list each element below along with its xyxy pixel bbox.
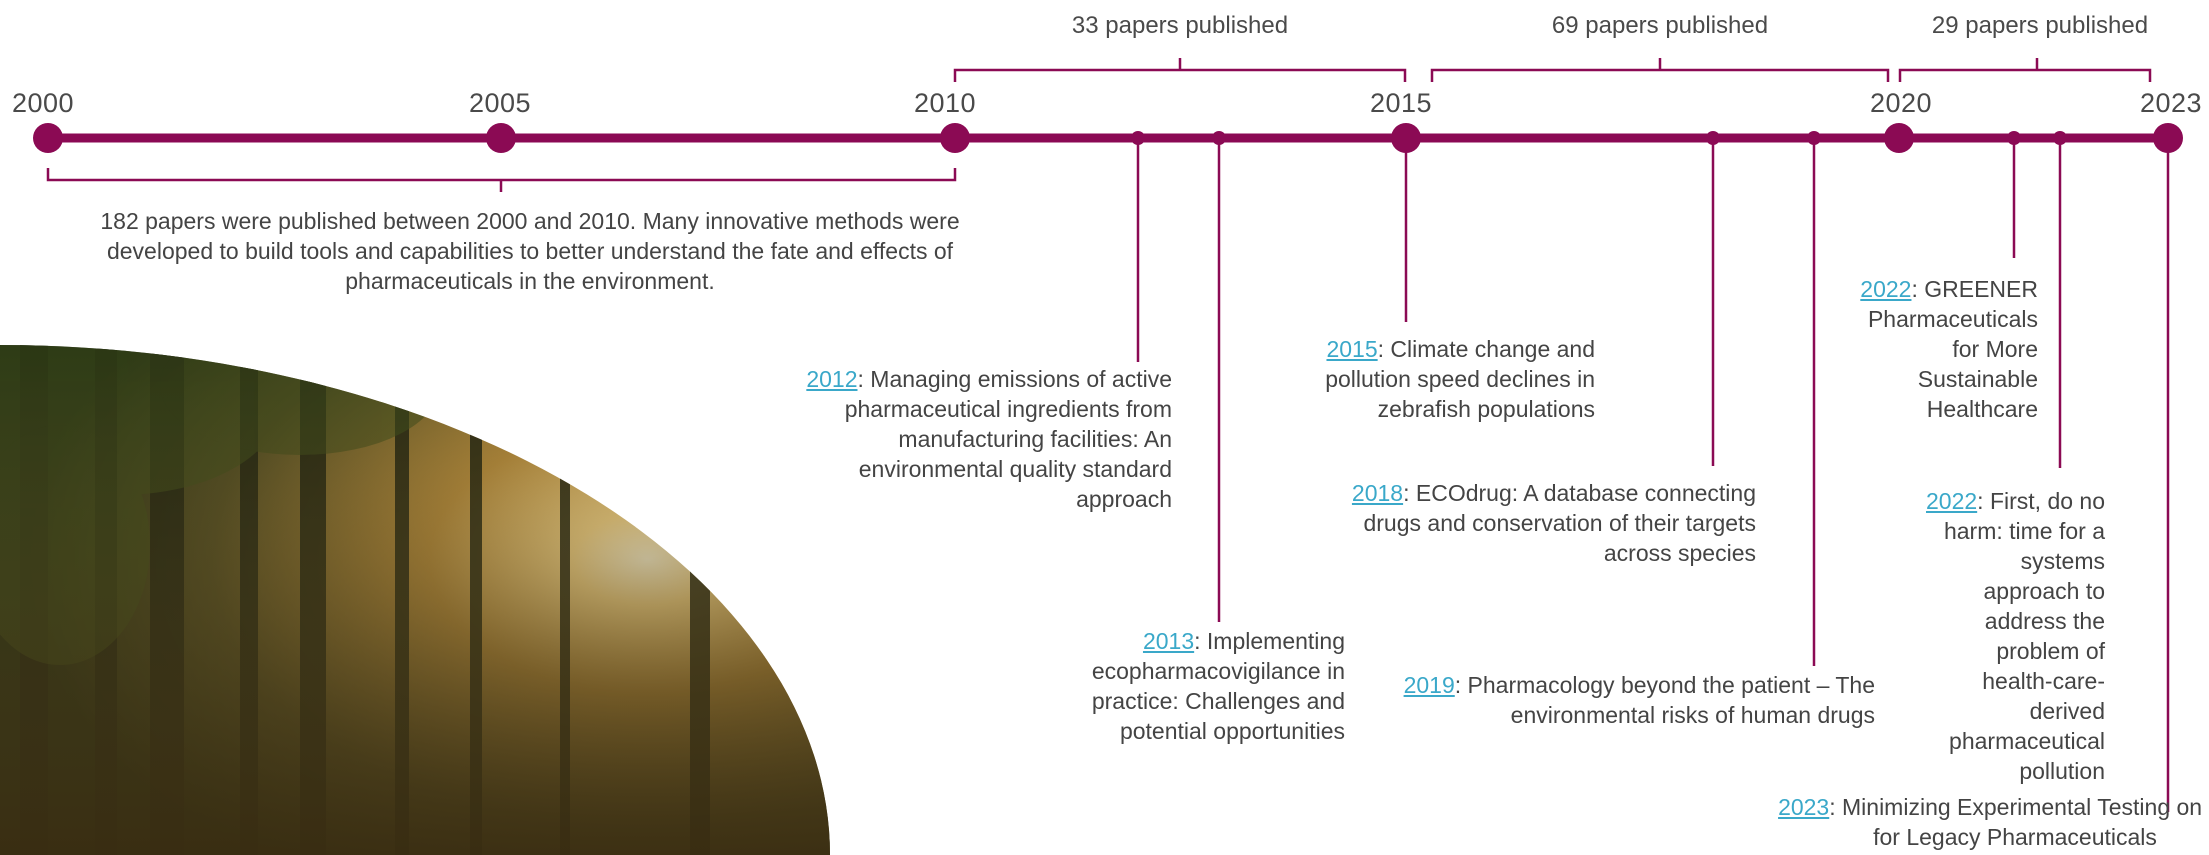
event-2023-year-link[interactable]: 2023 <box>1778 794 1830 820</box>
event-2019: 2019: Pharmacology beyond the patient – … <box>1380 670 1875 730</box>
event-2022-harm-year-link[interactable]: 2022 <box>1926 488 1978 514</box>
event-2012: 2012: Managing emissions of active pharm… <box>790 364 1172 514</box>
bracket-2020-2023 <box>1898 58 2152 82</box>
dot-2023 <box>2153 123 2183 153</box>
count-2020-2023: 29 papers published <box>1931 12 2149 39</box>
count-2015-2020: 69 papers published <box>1551 12 1769 39</box>
event-2013: 2013: Implementing ecopharmacovigilance … <box>1030 626 1345 746</box>
event-2012-year-link[interactable]: 2012 <box>806 366 858 392</box>
event-2019-text: : Pharmacology beyond the patient – The … <box>1454 672 1875 728</box>
year-label-2015: 2015 <box>1370 88 1433 118</box>
count-2010-2015: 33 papers published <box>1071 12 1289 39</box>
event-2015: 2015: Climate change and pollution speed… <box>1270 334 1595 424</box>
year-label-2005: 2005 <box>469 88 532 118</box>
year-label-2010: 2010 <box>914 88 977 118</box>
bracket-2000-2010 <box>46 168 957 192</box>
event-2022-greener-text: : GREENER Pharmaceuticals for More Susta… <box>1867 276 2038 422</box>
event-2022-first-do-no-harm: 2022: First, do no harm: time for a syst… <box>1920 486 2105 786</box>
event-2012-text: : Managing emissions of active pharmaceu… <box>844 366 1172 512</box>
dot-2020 <box>1884 123 1914 153</box>
event-2015-year-link[interactable]: 2015 <box>1326 336 1378 362</box>
year-label-2020: 2020 <box>1870 88 1933 118</box>
dot-2022a <box>2007 131 2021 145</box>
dot-2015 <box>1391 123 1421 153</box>
event-2019-year-link[interactable]: 2019 <box>1403 672 1455 698</box>
bracket-2015-2020 <box>1430 58 1890 82</box>
dot-2000 <box>33 123 63 153</box>
event-2013-text: : Implementing ecopharmacovigilance in p… <box>1091 628 1345 744</box>
year-label-2023: 2023 <box>2140 88 2203 118</box>
dot-2012 <box>1131 131 1145 145</box>
event-2022-greener-year-link[interactable]: 2022 <box>1860 276 1912 302</box>
year-label-2000: 2000 <box>12 88 75 118</box>
event-2022-harm-text: : First, do no harm: time for a systems … <box>1943 488 2105 784</box>
event-2018-year-link[interactable]: 2018 <box>1351 480 1404 506</box>
event-2013-year-link[interactable]: 2013 <box>1142 628 1195 654</box>
bracket-2010-2015 <box>953 58 1407 82</box>
dot-2010 <box>940 123 970 153</box>
summary-2000-2010: 182 papers were published between 2000 a… <box>100 208 960 294</box>
event-2018-text: : ECOdrug: A database connecting drugs a… <box>1363 480 1756 566</box>
event-2015-text: : Climate change and pollution speed dec… <box>1325 336 1595 422</box>
dot-2005 <box>486 123 516 153</box>
event-2018: 2018: ECOdrug: A database connecting dru… <box>1310 478 1756 568</box>
dot-2013 <box>1212 131 1226 145</box>
dot-2018 <box>1706 131 1720 145</box>
dot-2019 <box>1807 131 1821 145</box>
event-2022-greener: 2022: GREENER Pharmaceuticals for More S… <box>1838 274 2038 424</box>
event-2023-text: : Minimizing Experimental Testing on Fis… <box>1829 794 2209 850</box>
dot-2022b <box>2053 131 2067 145</box>
event-2023: 2023: Minimizing Experimental Testing on… <box>1770 792 2209 852</box>
